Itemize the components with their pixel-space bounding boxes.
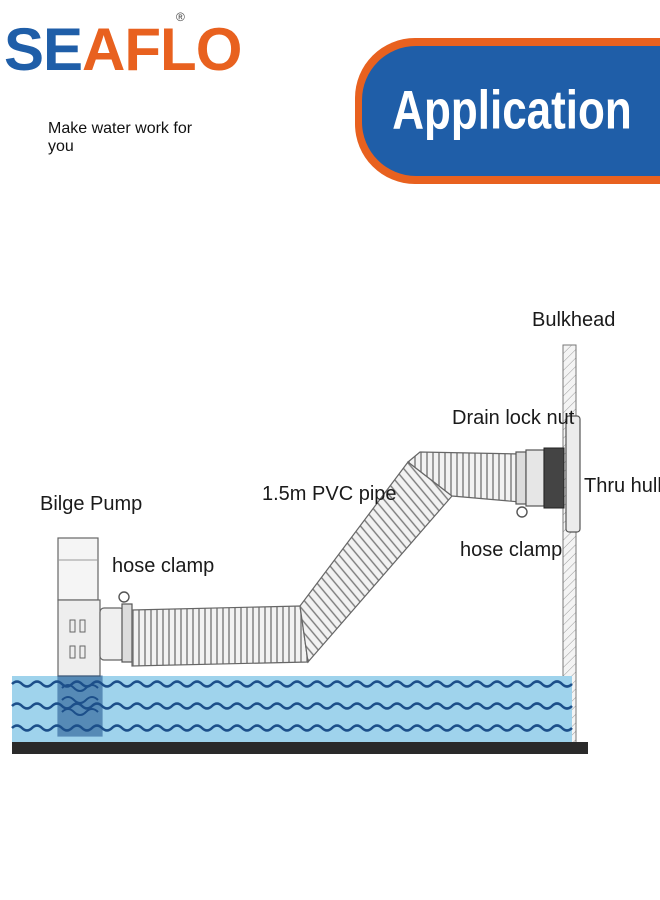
label-drain-lock-nut: Drain lock nut [452, 407, 575, 429]
wave-line-1 [11, 680, 573, 688]
drain-lock-nut [525, 449, 545, 507]
label-bulkhead: Bulkhead [532, 309, 615, 331]
bilge-pump [57, 537, 103, 737]
label-hose-clamp-left: hose clamp [112, 555, 214, 577]
hose-clamp-right [515, 451, 528, 518]
logo-wordmark: SEAFLO [4, 20, 242, 80]
pvc-pipe-lower [131, 605, 309, 667]
banner-title: Application [392, 79, 632, 141]
banner-background [362, 46, 660, 176]
logo-text-a: A [82, 16, 125, 83]
label-hose-clamp-right: hose clamp [460, 539, 562, 561]
logo-text-flo: FLO [124, 16, 242, 83]
hull-floor [12, 742, 588, 754]
brand-logo: SEAFLO ® Make water work for you [4, 10, 242, 155]
brand-tagline: Make water work for you [48, 120, 193, 155]
wave-line-3 [11, 724, 573, 732]
pump-outlet [99, 607, 125, 661]
wave-line-2 [11, 702, 573, 710]
label-pvc-pipe: 1.5m PVC pipe [262, 483, 397, 505]
label-bilge-pump: Bilge Pump [40, 493, 142, 515]
logo-text-se: SE [4, 16, 83, 83]
registered-mark: ® [176, 10, 185, 24]
thru-hull-flange [565, 415, 581, 533]
drain-lock-nut-threads [543, 447, 565, 509]
label-thru-hull: Thru hull [584, 475, 660, 497]
